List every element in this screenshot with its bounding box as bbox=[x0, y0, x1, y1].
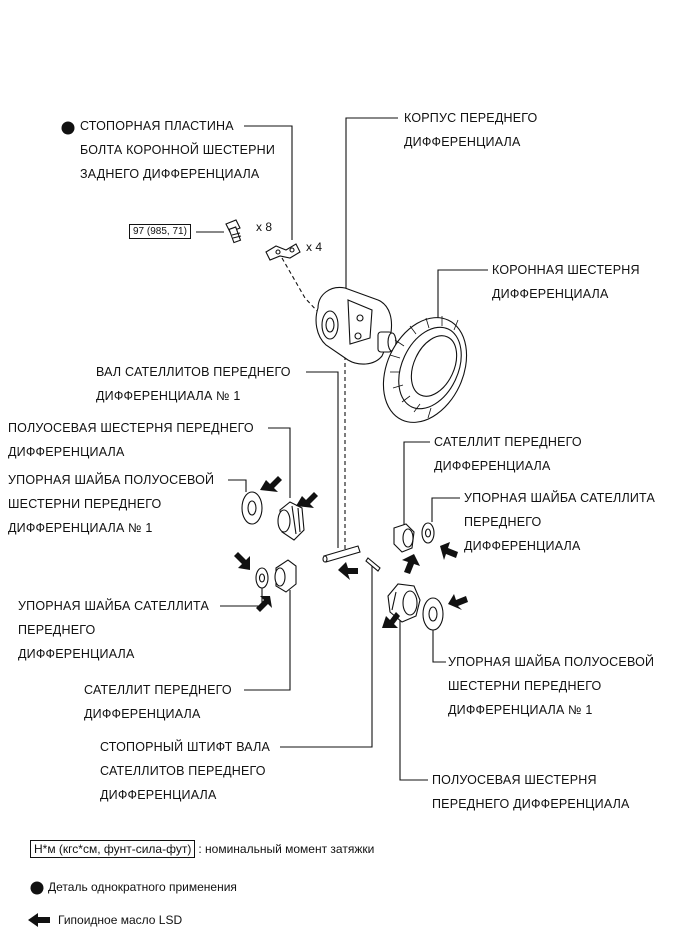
leader-side-washer-right bbox=[432, 630, 446, 663]
leader-pinion-washer-left bbox=[220, 588, 263, 607]
bolt-quantity: x 8 bbox=[256, 220, 273, 234]
legend-lsd-oil-text: Гипоидное масло LSD bbox=[58, 913, 183, 927]
plate-quantity: x 4 bbox=[306, 240, 323, 254]
legend-torque-text: : номинальный момент затяжки bbox=[198, 842, 375, 856]
leader-pinion-shaft bbox=[306, 371, 339, 548]
torque-spec-box: 97 (985, 71) bbox=[129, 224, 191, 239]
leader-straight-pin bbox=[280, 565, 373, 748]
pinion-washer-left-icon bbox=[255, 567, 269, 589]
oil-arrow-icon bbox=[256, 596, 272, 612]
bolt-icon bbox=[225, 219, 242, 244]
oil-arrow-icon bbox=[338, 562, 358, 580]
legend-non-reusable-text: Деталь однократного применения bbox=[48, 880, 237, 894]
oil-arrow-icon bbox=[234, 552, 250, 570]
legend-lsd-oil: Гипоидное масло LSD bbox=[58, 913, 182, 927]
differential-case-icon bbox=[315, 286, 397, 365]
leader-side-gear-right bbox=[399, 608, 428, 781]
leader-pinion-left bbox=[244, 590, 291, 691]
leader-side-gear-left bbox=[268, 427, 291, 498]
oil-arrow-icon bbox=[296, 492, 318, 508]
oil-arrow-icon bbox=[440, 542, 458, 560]
legend-non-reusable: Деталь однократного применения bbox=[48, 880, 237, 894]
left-arrow-icon bbox=[28, 913, 50, 927]
pinion-washer-right-icon bbox=[421, 522, 435, 544]
filled-circle-icon bbox=[61, 121, 75, 135]
leader-case bbox=[345, 117, 398, 290]
side-washer-left-icon bbox=[241, 491, 263, 525]
oil-arrow-icon bbox=[402, 554, 420, 574]
side-washer-right-icon bbox=[422, 597, 444, 631]
leader-pinion-washer-right bbox=[431, 497, 460, 522]
pinion-right-icon bbox=[393, 523, 415, 553]
leader-side-washer-left bbox=[228, 479, 247, 492]
ring-gear-icon bbox=[382, 316, 468, 423]
dash-plate-case bbox=[281, 257, 319, 313]
pinion-left-icon bbox=[274, 559, 297, 593]
leader-ring-gear bbox=[437, 269, 488, 320]
oil-arrow-icon bbox=[260, 476, 282, 492]
pinion-shaft-icon bbox=[322, 545, 361, 563]
filled-circle-icon bbox=[30, 881, 44, 895]
leader-lock-plate bbox=[244, 125, 293, 240]
legend-torque: Н*м (кгс*см, фунт-сила-фут) : номинальны… bbox=[30, 840, 374, 858]
straight-pin-icon bbox=[365, 557, 381, 572]
lock-plate-icon bbox=[265, 243, 301, 261]
side-gear-left-icon bbox=[277, 501, 305, 541]
oil-arrow-icon bbox=[382, 612, 400, 628]
oil-arrow-icon bbox=[448, 594, 468, 610]
legend-torque-box: Н*м (кгс*см, фунт-сила-фут) bbox=[30, 840, 196, 858]
leader-pinion-right bbox=[403, 441, 430, 525]
